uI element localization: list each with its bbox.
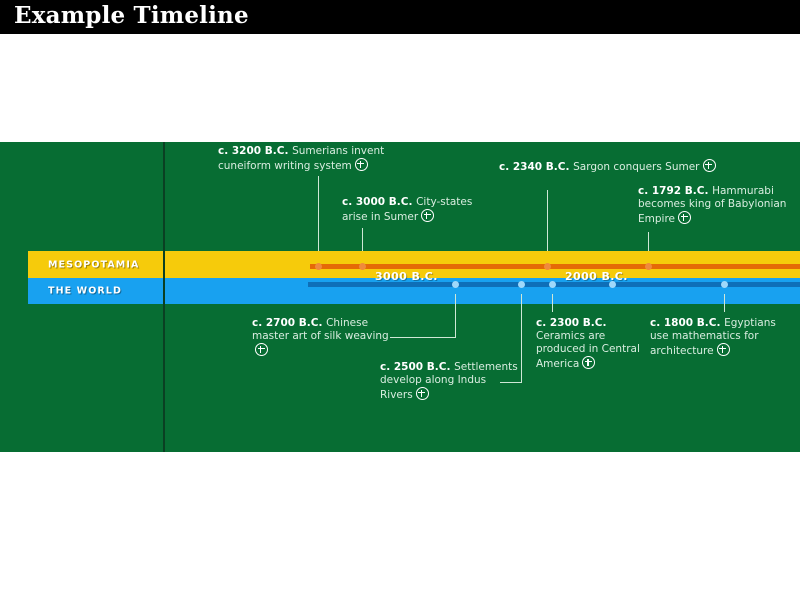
mesopotamia-rule <box>310 264 800 269</box>
world-marker-1[interactable] <box>518 281 525 288</box>
band-label-mesopotamia: MESOPOTAMIA <box>48 259 140 270</box>
callout-date: c. 2300 B.C. <box>536 317 607 329</box>
plus-circle-icon[interactable] <box>415 387 429 400</box>
plus-circle-icon[interactable] <box>582 356 596 369</box>
band-divider-gap <box>163 251 165 304</box>
callout-text: Chinese master art of silk weaving <box>252 317 389 342</box>
world-marker-2[interactable] <box>549 281 556 288</box>
below-elbow-1 <box>500 382 522 383</box>
mesopotamia-marker-3[interactable] <box>645 263 652 270</box>
mesopotamia-marker-0[interactable] <box>315 263 322 270</box>
timeline-panel: MESOPOTAMIA THE WORLD 3000 B.C. 2000 B.C.… <box>0 142 800 452</box>
callout-text: Sargon conquers Sumer <box>573 161 700 173</box>
callout-date: c. 2700 B.C. <box>252 317 327 329</box>
band-label-world: THE WORLD <box>48 285 122 297</box>
callout-text: Settlements develop along Indus Rivers <box>380 361 518 401</box>
below-leader-2 <box>552 294 553 312</box>
below-leader-3 <box>724 294 725 312</box>
callout-text: City-states arise in Sumer <box>342 196 473 223</box>
era-label-0: 3000 B.C. <box>375 270 438 283</box>
below-callout-3[interactable]: c. 1800 B.C. Egyptians use mathematics f… <box>650 317 790 358</box>
callout-text: Hammurabi becomes king of Babylonian Emp… <box>638 185 787 225</box>
below-elbow-0 <box>390 337 456 338</box>
above-leader-0 <box>318 176 319 252</box>
below-leader-0 <box>455 294 456 337</box>
above-callout-1[interactable]: c. 3000 B.C. City-states arise in Sumer <box>342 196 482 224</box>
mesopotamia-marker-2[interactable] <box>544 263 551 270</box>
world-marker-3[interactable] <box>609 281 616 288</box>
below-leader-1 <box>521 294 522 382</box>
plus-circle-icon[interactable] <box>678 211 691 224</box>
page-title: Example Timeline <box>14 2 249 29</box>
callout-text: Sumerians invent cuneiform writing syste… <box>218 145 385 172</box>
callout-date: c. 1792 B.C. <box>638 185 713 197</box>
callout-date: c. 2500 B.C. <box>380 361 455 373</box>
callout-date: c. 1800 B.C. <box>650 317 725 329</box>
mesopotamia-marker-1[interactable] <box>359 263 366 270</box>
callout-text: Egyptians use mathematics for architectu… <box>650 317 776 357</box>
plus-circle-icon[interactable] <box>354 158 368 171</box>
below-callout-2[interactable]: c. 2300 B.C. Ceramics are produced in Ce… <box>536 317 640 371</box>
callout-date: c. 3200 B.C. <box>218 145 293 157</box>
slide-title-bar: Example Timeline <box>0 0 800 34</box>
below-callout-1[interactable]: c. 2500 B.C. Settlements develop along I… <box>380 361 520 402</box>
plus-circle-icon[interactable] <box>421 209 435 222</box>
callout-date: c. 3000 B.C. <box>342 196 417 208</box>
above-callout-2[interactable]: c. 2340 B.C. Sargon conquers Sumer <box>499 159 724 174</box>
plus-circle-icon[interactable] <box>702 159 716 172</box>
world-marker-4[interactable] <box>721 281 728 288</box>
above-callout-0[interactable]: c. 3200 B.C. Sumerians invent cuneiform … <box>218 145 398 173</box>
above-leader-2 <box>547 190 548 252</box>
below-callout-0[interactable]: c. 2700 B.C. Chinese master art of silk … <box>252 317 402 358</box>
above-leader-3 <box>648 232 649 252</box>
world-marker-0[interactable] <box>452 281 459 288</box>
callout-text: Ceramics are produced in Central America <box>536 330 640 370</box>
plus-circle-icon[interactable] <box>255 343 268 356</box>
era-label-1: 2000 B.C. <box>565 270 628 283</box>
above-callout-3[interactable]: c. 1792 B.C. Hammurabi becomes king of B… <box>638 185 788 226</box>
callout-date: c. 2340 B.C. <box>499 161 574 173</box>
plus-circle-icon[interactable] <box>716 343 730 356</box>
above-leader-1 <box>362 228 363 252</box>
